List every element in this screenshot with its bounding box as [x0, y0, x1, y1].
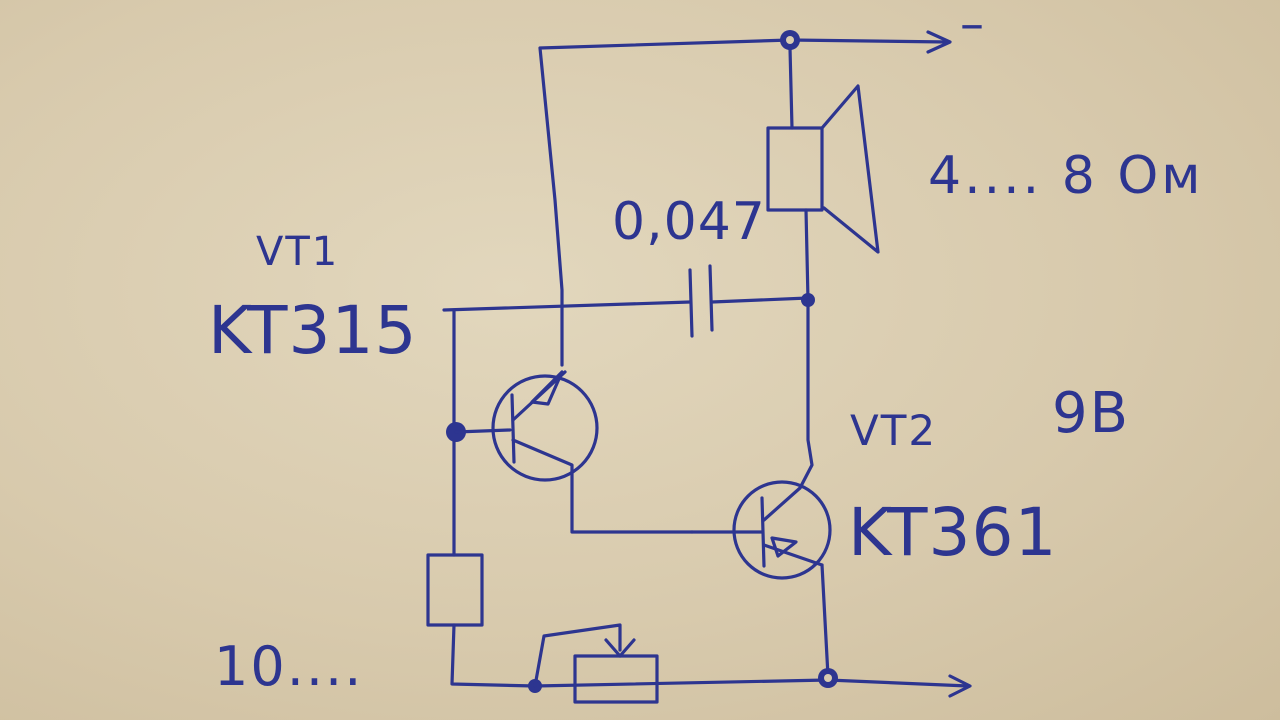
speaker-coil	[766, 126, 824, 212]
top-rail-sign: –	[960, 0, 984, 52]
speaker-impedance-label: 4.... 8 Ом	[928, 146, 1204, 206]
vt1-collector-line	[511, 438, 694, 534]
vt2-label: VT2	[850, 406, 938, 455]
top-rail-arrow	[926, 30, 952, 54]
vt1-base-lead	[454, 428, 512, 434]
speaker-bottom-lead	[804, 208, 810, 302]
vt1-base-bar	[510, 393, 516, 464]
vt2-emitter-line	[762, 486, 802, 522]
vt2-collector-arrow	[770, 536, 798, 558]
bottom-rail-arrow	[948, 674, 972, 698]
potentiometer-body	[573, 654, 659, 704]
vt1-type-label: KT315	[208, 292, 418, 369]
top-terminal-inner	[786, 36, 794, 44]
vt2-collector-wire	[820, 563, 830, 678]
vt2-collector-line	[762, 543, 824, 567]
vt1-emitter-arrow	[530, 370, 564, 406]
vt1-body	[491, 374, 599, 482]
resistor-value-label: 10....	[214, 635, 364, 698]
vt1-label: VT1	[256, 229, 340, 275]
resistor-body	[426, 553, 484, 627]
capacitor-value-label: 0,047	[612, 192, 766, 252]
bottom-rail-wire	[533, 678, 970, 688]
capacitor-right-wire	[710, 296, 810, 304]
capacitor-plate-right	[708, 264, 714, 332]
potentiometer-wiper-arrow	[604, 638, 636, 658]
speaker-top-lead	[788, 46, 794, 130]
supply-voltage-label: 9В	[1052, 381, 1131, 446]
speaker-cone	[820, 84, 880, 254]
bottom-terminal-inner	[824, 674, 832, 682]
capacitor-plate-left	[688, 268, 694, 338]
potentiometer-wiper-wire	[533, 623, 622, 688]
vt2-body	[732, 480, 832, 580]
vt2-type-label: KT361	[848, 494, 1058, 571]
vt2-emitter-wire	[798, 298, 814, 490]
top-rail-wire	[538, 38, 950, 367]
resistor-bottom-lead	[450, 623, 537, 688]
capacitor-left-wire	[442, 300, 692, 312]
